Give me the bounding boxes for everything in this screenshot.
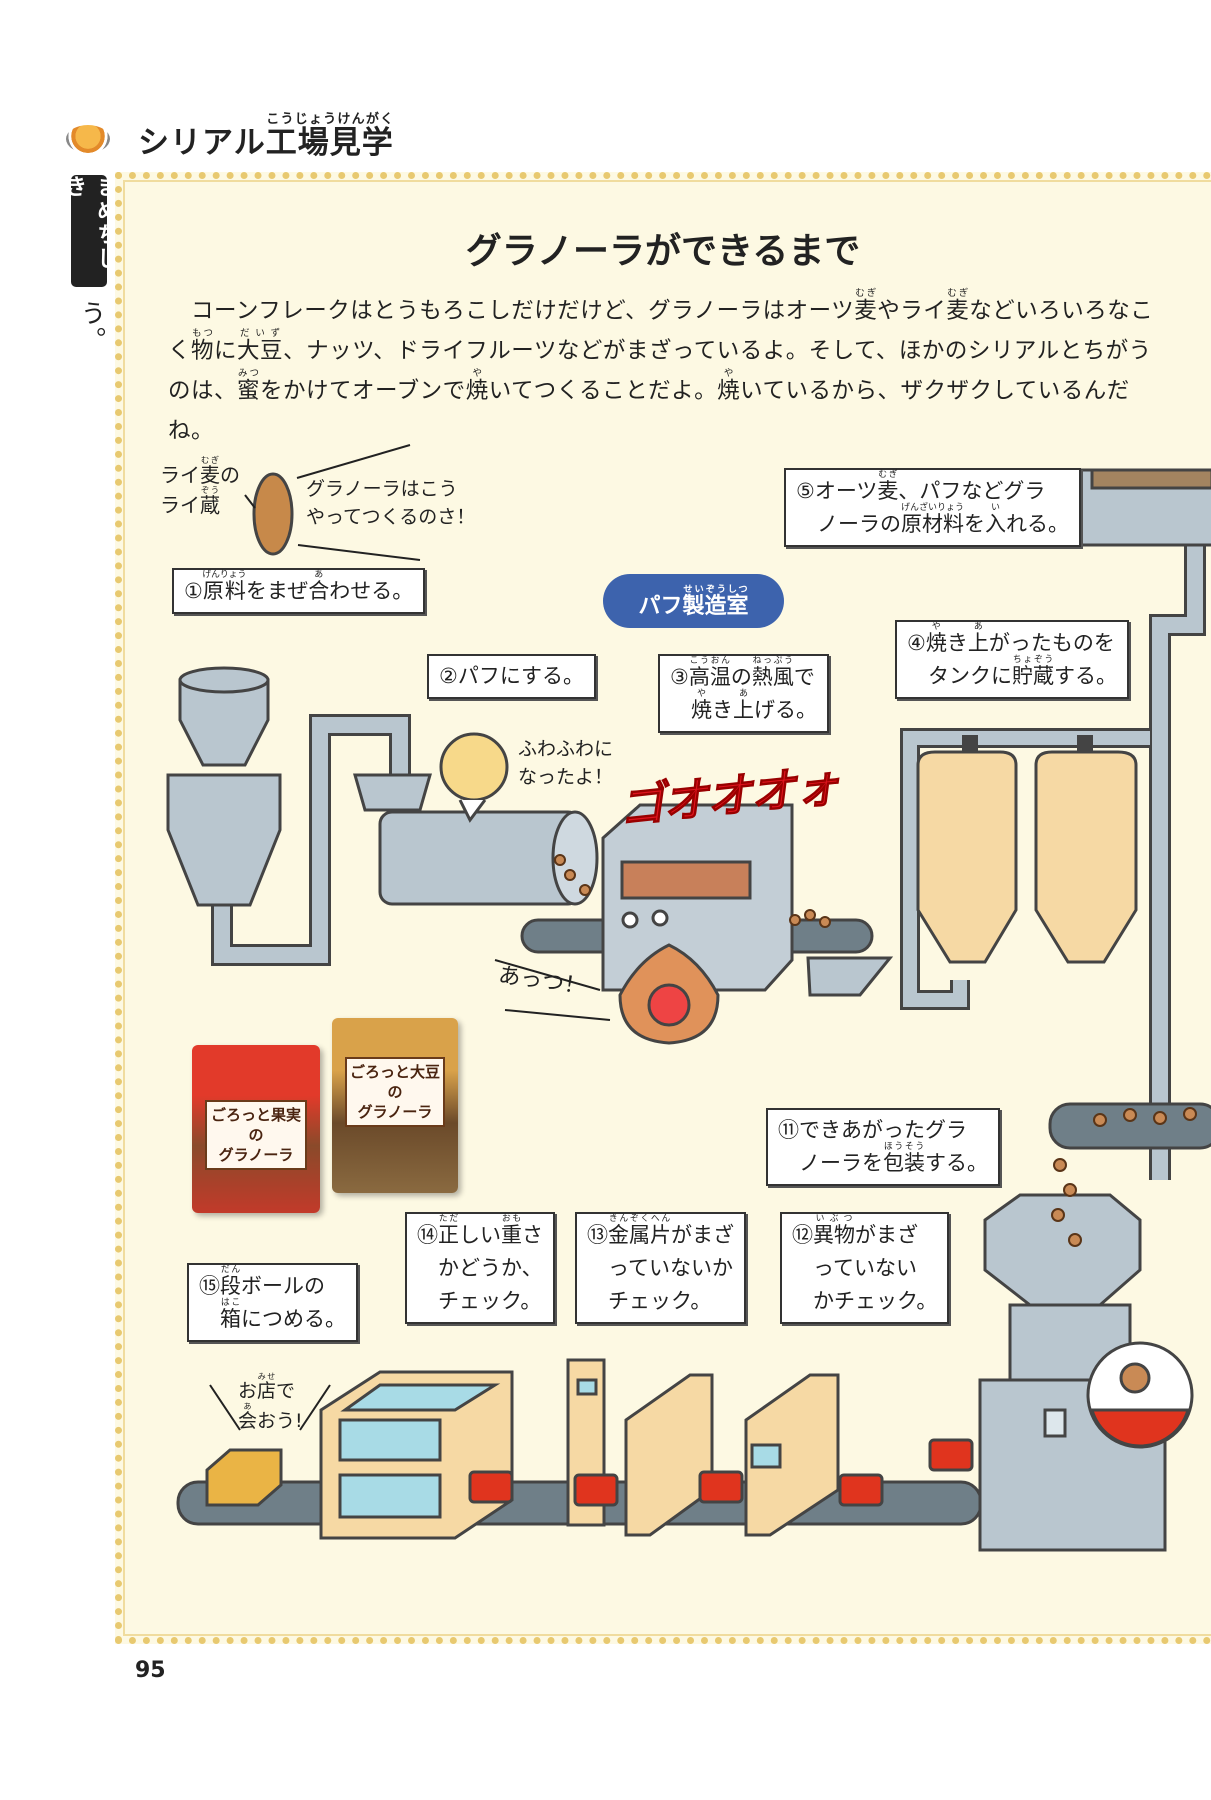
section-heading: グラノーラができるまで [465,231,861,272]
product-package-soybean: ごろっと大豆のグラノーラ [332,1018,458,1193]
step-4: ④焼やき上あがったものを タンクに貯蔵ちょぞうする。 [895,620,1129,699]
top-conveyor [1048,1102,1211,1150]
step-13: ⑬金属片きんぞくへんがまざ っていないか チェック。 [575,1212,746,1324]
step-14: ⑭正ただしい重おもさ かどうか、 チェック。 [405,1212,555,1324]
intro-paragraph: コーンフレークはとうもろこしだけだけど、グラノーラはオーツ麦むぎやライ麦むぎなど… [168,288,1154,444]
step-3: ③高温こうおんの熱風ねっぷうで 焼やき上あげる。 [658,654,829,733]
product-name: ごろっと果実のグラノーラ [204,1100,308,1171]
speech-puff: ふわふわになったよ！ [518,738,614,788]
step-1: ①原料げんりょうをまぜ合あわせる。 [172,568,426,614]
step-5: ⑤オーツ麦むぎ、パフなどグラ ノーラの原材料げんざいりょうを入いれる。 [784,468,1081,547]
puff-cylinder [378,810,582,906]
cardboard-box [205,1448,283,1507]
room-label: パフ製造室せいぞうしつ [603,574,784,628]
character-name-label: ライ麦むぎのライ蔵ぞう [160,455,240,517]
step-2: ②パフにする。 [427,654,597,699]
product-name: ごろっと大豆のグラノーラ [344,1056,446,1127]
packaging-machine [983,1193,1142,1307]
step-15: ⑮段だんボールの 箱はこにつめる。 [187,1263,358,1342]
page-number: 95 [135,1658,166,1683]
step-11: ⑪できあがったグラ ノーラを包装ほうそうする。 [766,1108,1000,1186]
step-12: ⑫異物いぶつがまざ っていない かチェック。 [780,1212,950,1324]
tank [1034,750,1138,964]
speech-intro: グラノーラはこうやってつくるのさ！ [306,478,476,528]
speech-shop: お店みせで会あおう! [238,1372,303,1432]
foreign-object-checker [744,1373,840,1537]
tank [916,750,1018,964]
rye-character [252,472,294,556]
cereal-bowl-icon [66,125,110,153]
product-package-fruit: ごろっと果実のグラノーラ [192,1045,320,1213]
puff-character [439,732,509,802]
page-title: シリアル工場見学こうじょうけんがく [138,112,394,161]
